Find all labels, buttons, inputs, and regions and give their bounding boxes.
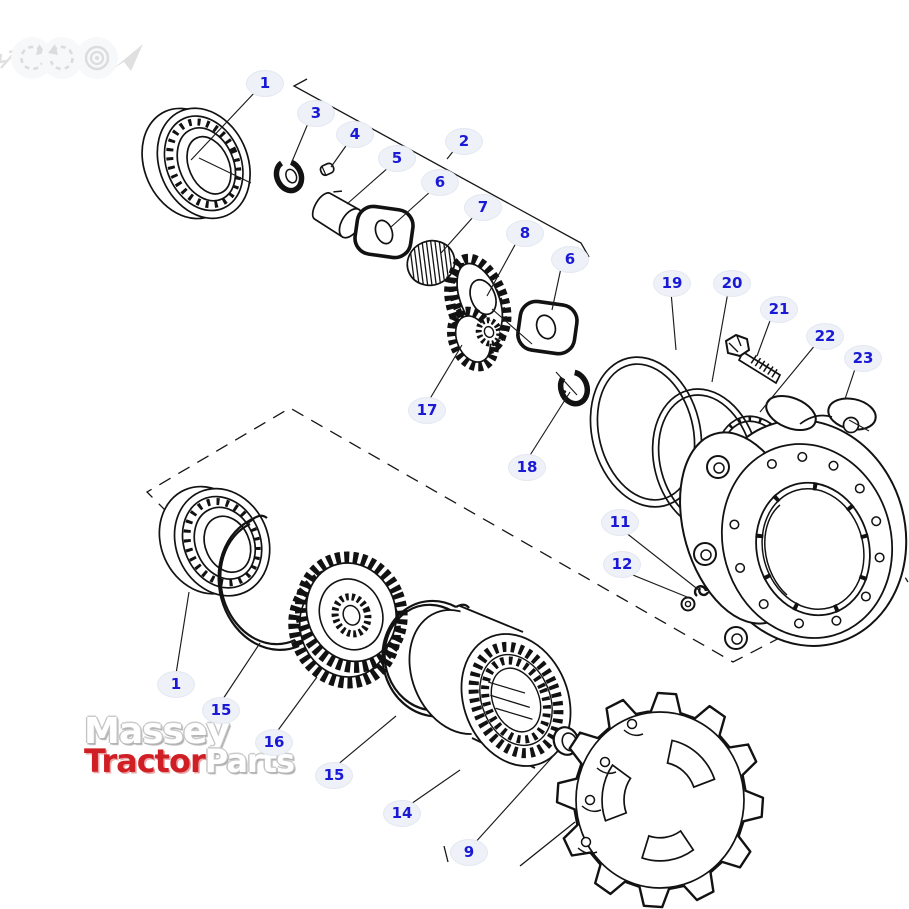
callout-14[interactable]: 14 [383, 799, 421, 827]
group-bracket-lower [145, 407, 909, 867]
part-gear-16 [288, 551, 408, 689]
part-gear-17 [447, 306, 503, 372]
callout-4[interactable]: 4 [336, 120, 374, 148]
part-ring-19 [589, 356, 703, 508]
callout-6[interactable]: 6 [551, 245, 589, 273]
part-snapring-18 [557, 369, 591, 407]
group-bracket-upper [292, 78, 590, 258]
part-plate-6a [353, 204, 415, 260]
callout-2[interactable]: 2 [445, 127, 483, 155]
callout-3[interactable]: 3 [297, 99, 335, 127]
callout-15[interactable]: 15 [202, 696, 240, 724]
callout-7[interactable]: 7 [464, 193, 502, 221]
part-fitting-11 [693, 585, 710, 597]
callout-8[interactable]: 8 [506, 219, 544, 247]
callout-22[interactable]: 22 [806, 322, 844, 350]
callout-1[interactable]: 1 [246, 69, 284, 97]
callout-1[interactable]: 1 [157, 670, 195, 698]
callout-12[interactable]: 12 [603, 550, 641, 578]
rotate-cw-icon[interactable] [41, 37, 83, 79]
callout-20[interactable]: 20 [713, 269, 751, 297]
watermark: Massey TractorParts [84, 711, 295, 781]
part-bearing-1-bottom [158, 485, 271, 597]
part-ring-gear-14 [408, 605, 572, 769]
watermark-tractor: Tractor [84, 742, 206, 781]
leader-lines [175, 90, 870, 846]
callout-23[interactable]: 23 [844, 344, 882, 372]
callout-17[interactable]: 17 [408, 396, 446, 424]
part-snapring-15a [217, 514, 300, 651]
cover-lugs [577, 718, 644, 855]
part-circlip-3 [273, 158, 305, 194]
callout-16[interactable]: 16 [255, 728, 293, 756]
callout-18[interactable]: 18 [508, 453, 546, 481]
part-bearing-1-top [141, 107, 251, 220]
callout-9[interactable]: 9 [450, 838, 488, 866]
callout-19[interactable]: 19 [653, 269, 691, 297]
viewer-toolbar [0, 34, 160, 84]
navigate-icon[interactable] [114, 44, 143, 71]
callout-11[interactable]: 11 [601, 508, 639, 536]
part-hub-23 [679, 395, 908, 650]
part-plate-6b [516, 299, 579, 356]
part-carrier-cover [555, 691, 765, 909]
callout-21[interactable]: 21 [760, 295, 798, 323]
callout-5[interactable]: 5 [378, 144, 416, 172]
callout-15[interactable]: 15 [315, 761, 353, 789]
part-pin-4 [319, 162, 335, 177]
callout-6[interactable]: 6 [421, 168, 459, 196]
watermark-line1: Massey [84, 711, 230, 752]
target-icon[interactable] [76, 37, 118, 79]
part-screw-12 [680, 596, 696, 612]
part-bolt-21 [724, 333, 782, 385]
